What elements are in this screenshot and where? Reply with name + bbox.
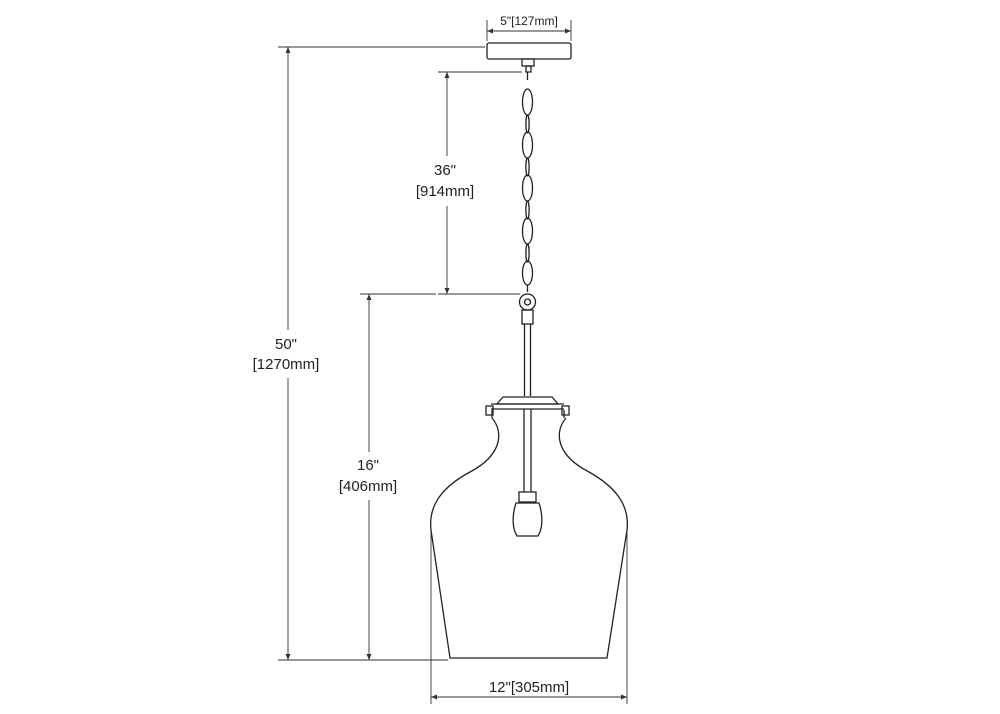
downrod [523,324,532,396]
fixture-height-inches: 16" [357,457,379,474]
glass-shade [430,417,628,659]
overall-height-mm: [1270mm] [253,356,320,373]
overall-height-inches: 50" [275,336,297,353]
chain-length-inches: 36" [434,162,456,179]
canopy [486,42,572,73]
chain-length-dimension: 36" [914mm] [416,71,522,295]
fixture-width-label: 12"[305mm] [489,679,569,696]
fitter [485,396,570,418]
chain [521,72,534,292]
canopy-width-label: 5"[127mm] [500,14,558,28]
swivel-loop [518,293,537,325]
socket-and-bulb [512,409,543,537]
fixture-height-dimension: 16" [406mm] [339,293,436,660]
overall-height-dimension: 50" [1270mm] [253,46,485,661]
fixture-height-mm: [406mm] [339,478,397,495]
canopy-width-dimension: 5"[127mm] [486,14,572,41]
chain-length-mm: [914mm] [416,183,474,200]
fixture-width-dimension: 12"[305mm] [430,532,628,704]
